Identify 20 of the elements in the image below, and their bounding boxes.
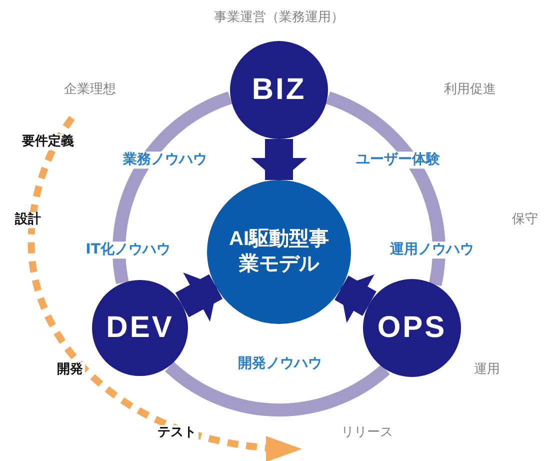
phase-label: 運用	[474, 362, 500, 378]
block-arrow	[251, 139, 307, 182]
step-label: 開発	[55, 362, 85, 378]
connector-arc	[326, 92, 446, 286]
knowhow-label: ユーザー体験	[354, 152, 442, 168]
node-label: BIZ	[252, 72, 306, 108]
connector-arc	[112, 92, 232, 284]
phase-label: リリース	[341, 425, 393, 441]
node-label: OPS	[377, 310, 447, 346]
heading-label: 事業運営（業務運用）	[214, 10, 344, 26]
connector-arc	[165, 362, 390, 416]
phase-label: 企業理想	[64, 82, 116, 98]
phase-label: 保守	[512, 212, 538, 228]
phase-label: 利用促進	[444, 82, 496, 98]
block-arrow	[175, 272, 223, 322]
step-label: 要件定義	[20, 134, 76, 150]
node-label: AI駆動型事業モデル	[228, 227, 330, 277]
step-label: 設計	[13, 212, 43, 228]
node-label: DEV	[106, 310, 174, 346]
step-label: テスト	[156, 425, 198, 441]
